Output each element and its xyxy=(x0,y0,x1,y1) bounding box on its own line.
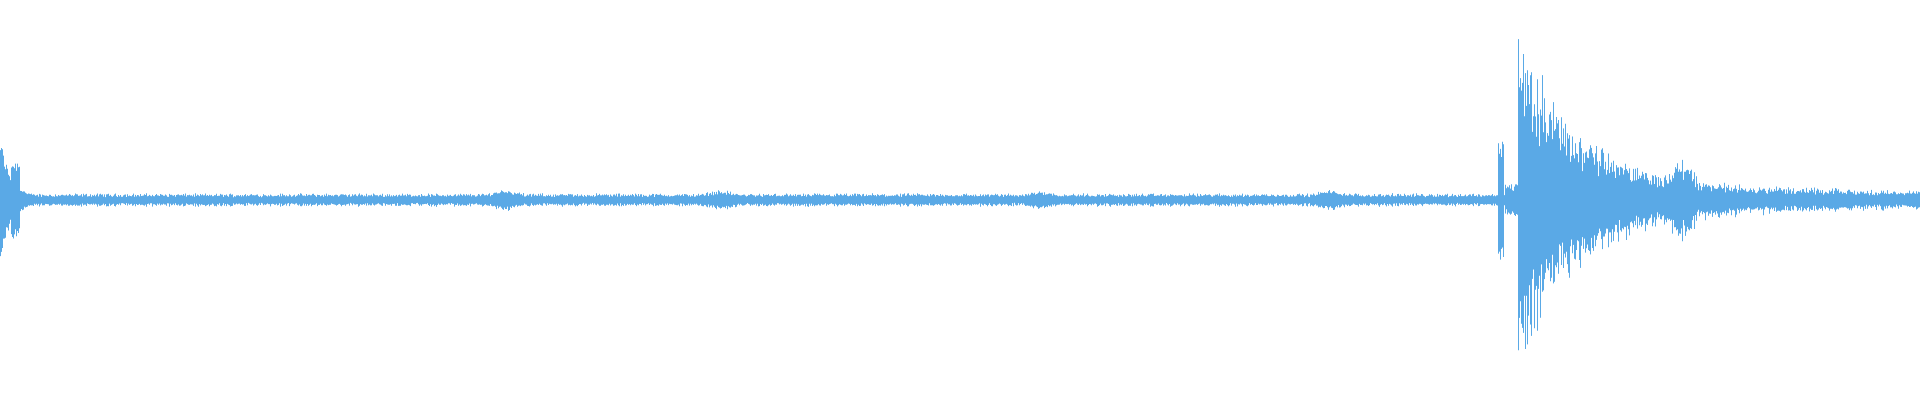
waveform-bars xyxy=(0,39,1920,351)
